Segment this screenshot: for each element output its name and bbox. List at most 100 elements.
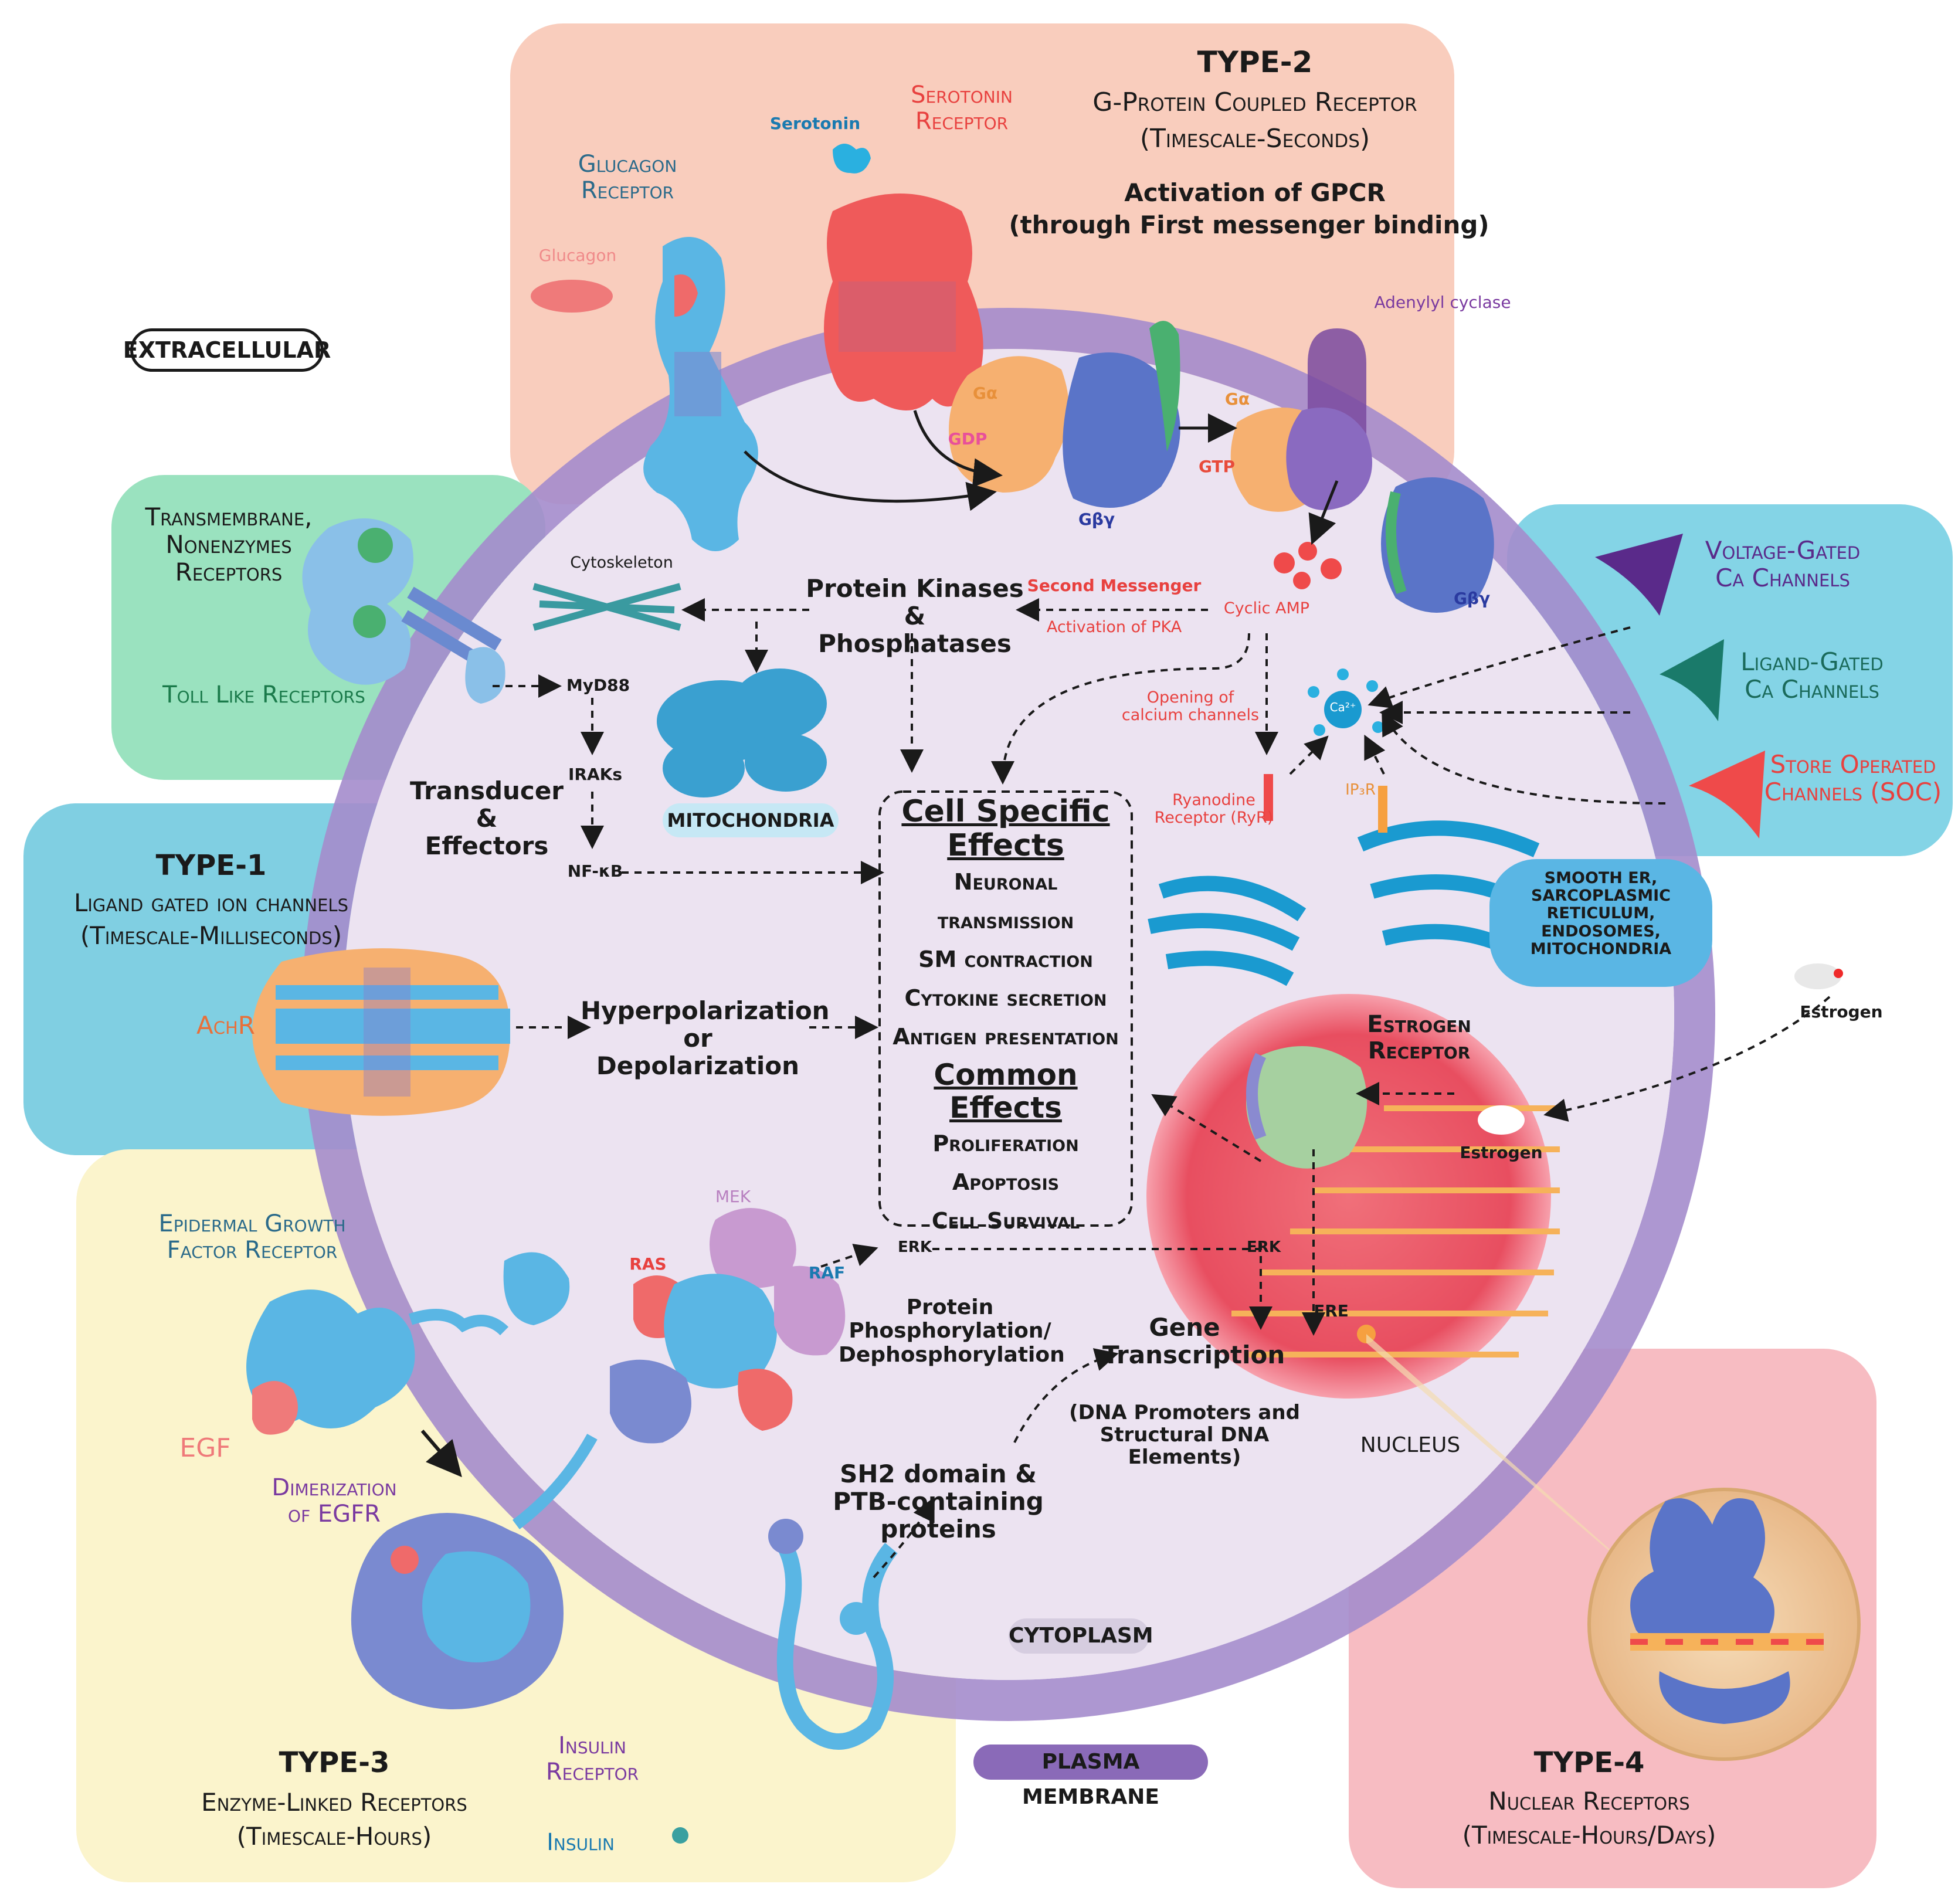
nfkb-label: NF-κB bbox=[567, 861, 623, 881]
egfr-dimerization-arrow bbox=[420, 1430, 462, 1478]
opening-calcium-label: Opening of calcium channels bbox=[1114, 688, 1267, 724]
second-messenger-label: Second Messenger bbox=[1027, 576, 1202, 595]
ryr-line-1: Ryanodine bbox=[1172, 791, 1255, 809]
phosphorylation-line-3: Dephosphorylation bbox=[839, 1342, 1065, 1367]
dna-promoters-line-1: (DNA Promoters and bbox=[1069, 1401, 1300, 1424]
egfr-line-1: Epidermal Growth bbox=[158, 1210, 346, 1237]
cytoplasm-label: CYTOPLASM bbox=[1009, 1618, 1153, 1654]
opening-calcium-line-1: Opening of bbox=[1146, 688, 1234, 707]
common-item-3: Cell Survival bbox=[931, 1208, 1080, 1234]
sh2-label: SH2 domain & PTB-containing proteins bbox=[774, 1460, 1102, 1543]
ligand-gated-channel bbox=[1660, 639, 1724, 721]
raf-label: RAF bbox=[808, 1263, 846, 1282]
toll-like-label: Toll Like Receptors bbox=[162, 681, 365, 708]
ras-label: RAS bbox=[629, 1254, 667, 1274]
achr-channel bbox=[252, 948, 510, 1116]
g-alpha-label-2: Gα bbox=[1224, 389, 1250, 409]
sh2-line-1: SH2 domain & bbox=[840, 1460, 1037, 1488]
egfr-label: Epidermal Growth Factor Receptor bbox=[135, 1211, 369, 1264]
sh2-line-2: PTB-containing proteins bbox=[833, 1487, 1044, 1544]
serotonin-label: Serotonin bbox=[769, 114, 861, 133]
serotonin-receptor-line-2: Receptor bbox=[915, 107, 1009, 135]
type3-title: TYPE-3 bbox=[279, 1746, 390, 1779]
glucagon-peptide bbox=[531, 280, 613, 313]
insulin-label: Insulin bbox=[547, 1829, 615, 1856]
g-protein-complex bbox=[949, 321, 1180, 508]
common-item-2: Apoptosis bbox=[952, 1169, 1060, 1196]
ryr-channel bbox=[1264, 774, 1273, 821]
achr-label: AchR bbox=[196, 1011, 255, 1040]
specific-item-3: SM contraction bbox=[918, 946, 1093, 973]
dimerization-label: Dimerization of EGFR bbox=[246, 1475, 422, 1528]
voltage-gated-label: Voltage-Gated Ca Channels bbox=[1671, 537, 1894, 592]
nucleus-label: NUCLEUS bbox=[1360, 1433, 1461, 1457]
estrogen-receptor-protein bbox=[1246, 1046, 1367, 1169]
type1-line2: (Timescale-Milliseconds) bbox=[80, 921, 342, 950]
specific-item-2: transmission bbox=[937, 908, 1074, 934]
smooth-er-line-1: SMOOTH ER, bbox=[1544, 869, 1658, 887]
ryr-line-2: Receptor (RyR) bbox=[1154, 809, 1274, 827]
serotonin-receptor-label: Serotonin Receptor bbox=[891, 82, 1032, 135]
glucagon-receptor-line-2: Receptor bbox=[581, 177, 674, 204]
cell-specific-line-1: Cell Specific bbox=[901, 794, 1110, 829]
ip3r-label: IP₃R bbox=[1345, 781, 1376, 799]
glucagon-receptor-protein bbox=[643, 237, 758, 551]
dimerization-line-2: of EGFR bbox=[288, 1500, 381, 1528]
g-beta-gamma-free bbox=[1381, 477, 1494, 613]
gdp-label: GDP bbox=[948, 429, 988, 449]
mitochondria-organelle bbox=[657, 668, 827, 797]
transducer-line-2: & bbox=[476, 804, 498, 833]
egfr-dimer bbox=[351, 1434, 598, 1709]
mitochondria-label: MITOCHONDRIA bbox=[663, 803, 839, 837]
mek-label: MEK bbox=[715, 1187, 751, 1206]
adenylyl-cyclase-label: Adenylyl cyclase bbox=[1374, 293, 1511, 312]
estrogen-receptor-line-1: Estrogen bbox=[1367, 1011, 1471, 1038]
glucagon-receptor-line-1: Glucagon bbox=[578, 151, 677, 178]
estrogen-molecule-inner bbox=[1478, 1105, 1525, 1135]
calcium-ions bbox=[1308, 668, 1384, 736]
smooth-er-label: SMOOTH ER, SARCOPLASMIC RETICULUM, ENDOS… bbox=[1489, 859, 1712, 987]
type3-line1: Enzyme-Linked Receptors bbox=[201, 1788, 467, 1817]
ligand-gated-label: Ligand-Gated Ca Channels bbox=[1712, 648, 1912, 703]
cyclic-amp-label: Cyclic AMP bbox=[1223, 599, 1310, 617]
phosphorylation-label: Protein Phosphorylation/ Dephosphorylati… bbox=[839, 1295, 1065, 1367]
effects-content: Cell Specific Effects Neuronal transmiss… bbox=[880, 795, 1132, 1240]
type2-line3: Activation of GPCR bbox=[1124, 178, 1386, 207]
g-alpha-gtp-complex bbox=[1230, 408, 1372, 512]
mek-protein bbox=[710, 1208, 796, 1288]
camp-molecules bbox=[1274, 542, 1342, 589]
cytoskeleton-label: Cytoskeleton bbox=[570, 554, 673, 572]
transducer-line-1: Transducer bbox=[409, 776, 564, 805]
insulin-molecule bbox=[672, 1827, 688, 1844]
tlr-title-line-1: Transmembrane, bbox=[145, 503, 313, 531]
estrogen-inner-label: Estrogen bbox=[1460, 1143, 1543, 1162]
type2-line2: (Timescale-Seconds) bbox=[1139, 124, 1370, 154]
effects-box bbox=[878, 790, 1133, 1227]
pathway-arrows bbox=[744, 410, 1339, 545]
serotonin-receptor-protein bbox=[824, 194, 983, 410]
type4-line2: (Timescale-Hours/Days) bbox=[1462, 1821, 1716, 1849]
type4-title: TYPE-4 bbox=[1533, 1746, 1645, 1779]
estrogen-receptor-line-2: Receptor bbox=[1367, 1037, 1471, 1064]
glucagon-receptor-label: Glucagon Receptor bbox=[557, 151, 698, 204]
dna-promoters-line-2: Structural DNA Elements) bbox=[1100, 1423, 1270, 1469]
gene-transcription-line-1: Gene bbox=[1149, 1313, 1220, 1342]
myd88-label: MyD88 bbox=[566, 676, 630, 695]
type2-line4: (through First messenger binding) bbox=[1009, 211, 1489, 239]
ligand-gated-line-1: Ligand-Gated bbox=[1740, 647, 1884, 676]
store-operated-label: Store Operated Channels (SOC) bbox=[1753, 751, 1953, 806]
type3-line2: (Timescale-Hours) bbox=[236, 1822, 432, 1851]
tlr-title: Transmembrane, Nonenzymes Receptors bbox=[106, 503, 352, 586]
dimerization-line-1: Dimerization bbox=[272, 1474, 397, 1501]
type2-title: TYPE-2 bbox=[1197, 45, 1313, 79]
specific-item-4: Cytokine secretion bbox=[904, 985, 1107, 1012]
smooth-er-line-3: ENDOSOMES, bbox=[1541, 922, 1661, 941]
smooth-er-line-4: MITOCHONDRIA bbox=[1530, 939, 1672, 958]
phosphorylation-line-1: Protein bbox=[906, 1295, 994, 1319]
serotonin-molecule bbox=[833, 144, 871, 174]
voltage-gated-line-1: Voltage-Gated bbox=[1705, 536, 1861, 565]
gene-transcription-label: Gene Transcription bbox=[1102, 1313, 1285, 1369]
insulin-receptor-line-1: Insulin bbox=[558, 1732, 626, 1759]
nuclear-receptor-dna-complex bbox=[1630, 1498, 1824, 1724]
